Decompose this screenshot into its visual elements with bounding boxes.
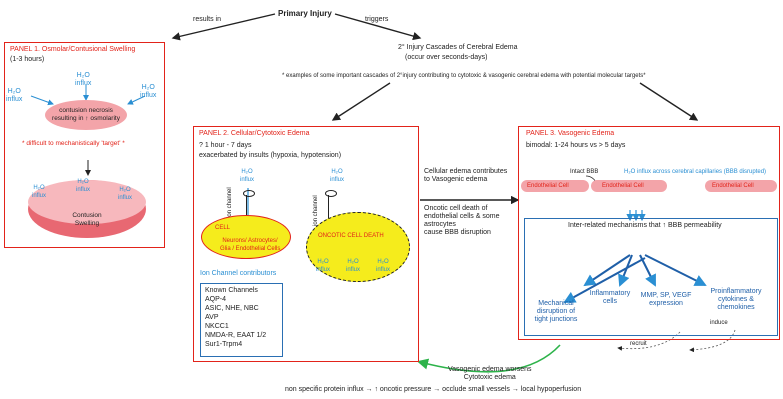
endothelial-cell-label: Endothelial Cell	[712, 183, 754, 189]
panel3-time: bimodal: 1-24 hours vs > 5 days	[526, 142, 626, 149]
channel-item: NKCC1	[205, 323, 229, 330]
ion-channel-top-ring	[243, 190, 255, 197]
oncotic-cell-death-label: ONCOTIC CELL DEATH	[318, 233, 384, 239]
examples-note: * examples of some important cascades of…	[282, 73, 646, 79]
channel-item: AQP-4	[205, 296, 227, 303]
channel-item: ASIC, NHE, NBC	[205, 305, 259, 312]
panel1-title: PANEL 1. Osmolar/Contusional Swelling	[10, 46, 136, 53]
known-channels-title: Known Channels	[205, 287, 258, 294]
channel-item: NMDA-R, EAAT 1/2	[205, 332, 267, 339]
endothelial-cell-label: Endothelial Cell	[602, 183, 644, 189]
intact-bbb-label: Intact BBB	[570, 169, 599, 175]
endothelial-cell-label: Endothelial Cell	[527, 183, 569, 189]
contusion-swelling-top	[28, 180, 146, 224]
secondary-injury-subtitle: (occur over seconds-days)	[405, 54, 488, 61]
panel3-title: PANEL 3. Vasogenic Edema	[526, 130, 615, 137]
recruit-label: recruit	[630, 341, 647, 347]
ion-channel-contributors: Ion Channel contributors	[200, 270, 277, 277]
ion-channel-top-ring-2	[325, 190, 337, 197]
panel2-time: ? 1 hour - 7 days	[199, 142, 252, 149]
mechanisms-box	[524, 218, 778, 336]
bottom-chain: non specific protein influx → ↑ oncotic …	[285, 386, 582, 393]
panel-osmolar-swelling	[4, 42, 165, 248]
inter-related-mechanisms: Inter-related mechanisms that ↑ BBB perm…	[568, 222, 722, 229]
panel1-time: (1-3 hours)	[10, 56, 45, 63]
triggers-label: triggers	[365, 16, 389, 23]
h2o-influx-capillaries: H₂O influx across cerebral capillaries (…	[624, 169, 767, 175]
results-in-label: results in	[193, 16, 222, 23]
panel-cytotoxic-edema	[193, 126, 419, 362]
ion-channel-label: ion channel	[227, 187, 233, 218]
cell-label: CELL	[215, 225, 231, 231]
panel2-exacerbated: exacerbated by insults (hypoxia, hypoten…	[199, 152, 342, 159]
cell-types-label: Neurons/ Astrocytes/Glia / Endothelial C…	[220, 238, 281, 252]
ion-channel-label-2: ion channel	[313, 195, 319, 226]
known-channels-box	[200, 283, 283, 357]
contusion-necrosis-ellipse	[45, 100, 127, 130]
panel2-title: PANEL 2. Cellular/Cytotoxic Edema	[199, 130, 310, 137]
endothelial-cell	[591, 180, 667, 192]
oncotic-cell-death-ellipse	[306, 212, 410, 282]
panel-vasogenic-edema	[518, 126, 780, 340]
primary-injury-label: Primary Injury	[278, 9, 332, 18]
ion-channel-stem-2	[328, 195, 329, 227]
secondary-injury-title: 2° Injury Cascades of Cerebral Edema	[398, 44, 518, 51]
cell-ellipse	[201, 215, 291, 259]
channel-item: Sur1-Trpm4	[205, 341, 243, 348]
oncotic-death-note: Oncotic cell death of endothelial cells …	[424, 205, 500, 236]
endothelial-cell	[705, 180, 777, 192]
ion-channel-stem	[246, 195, 247, 220]
endothelial-cell	[521, 180, 589, 192]
induce-label: induce	[710, 320, 728, 326]
difficult-target-note: * difficult to mechanistically 'target' …	[22, 140, 125, 147]
channel-item: AVP	[205, 314, 219, 321]
